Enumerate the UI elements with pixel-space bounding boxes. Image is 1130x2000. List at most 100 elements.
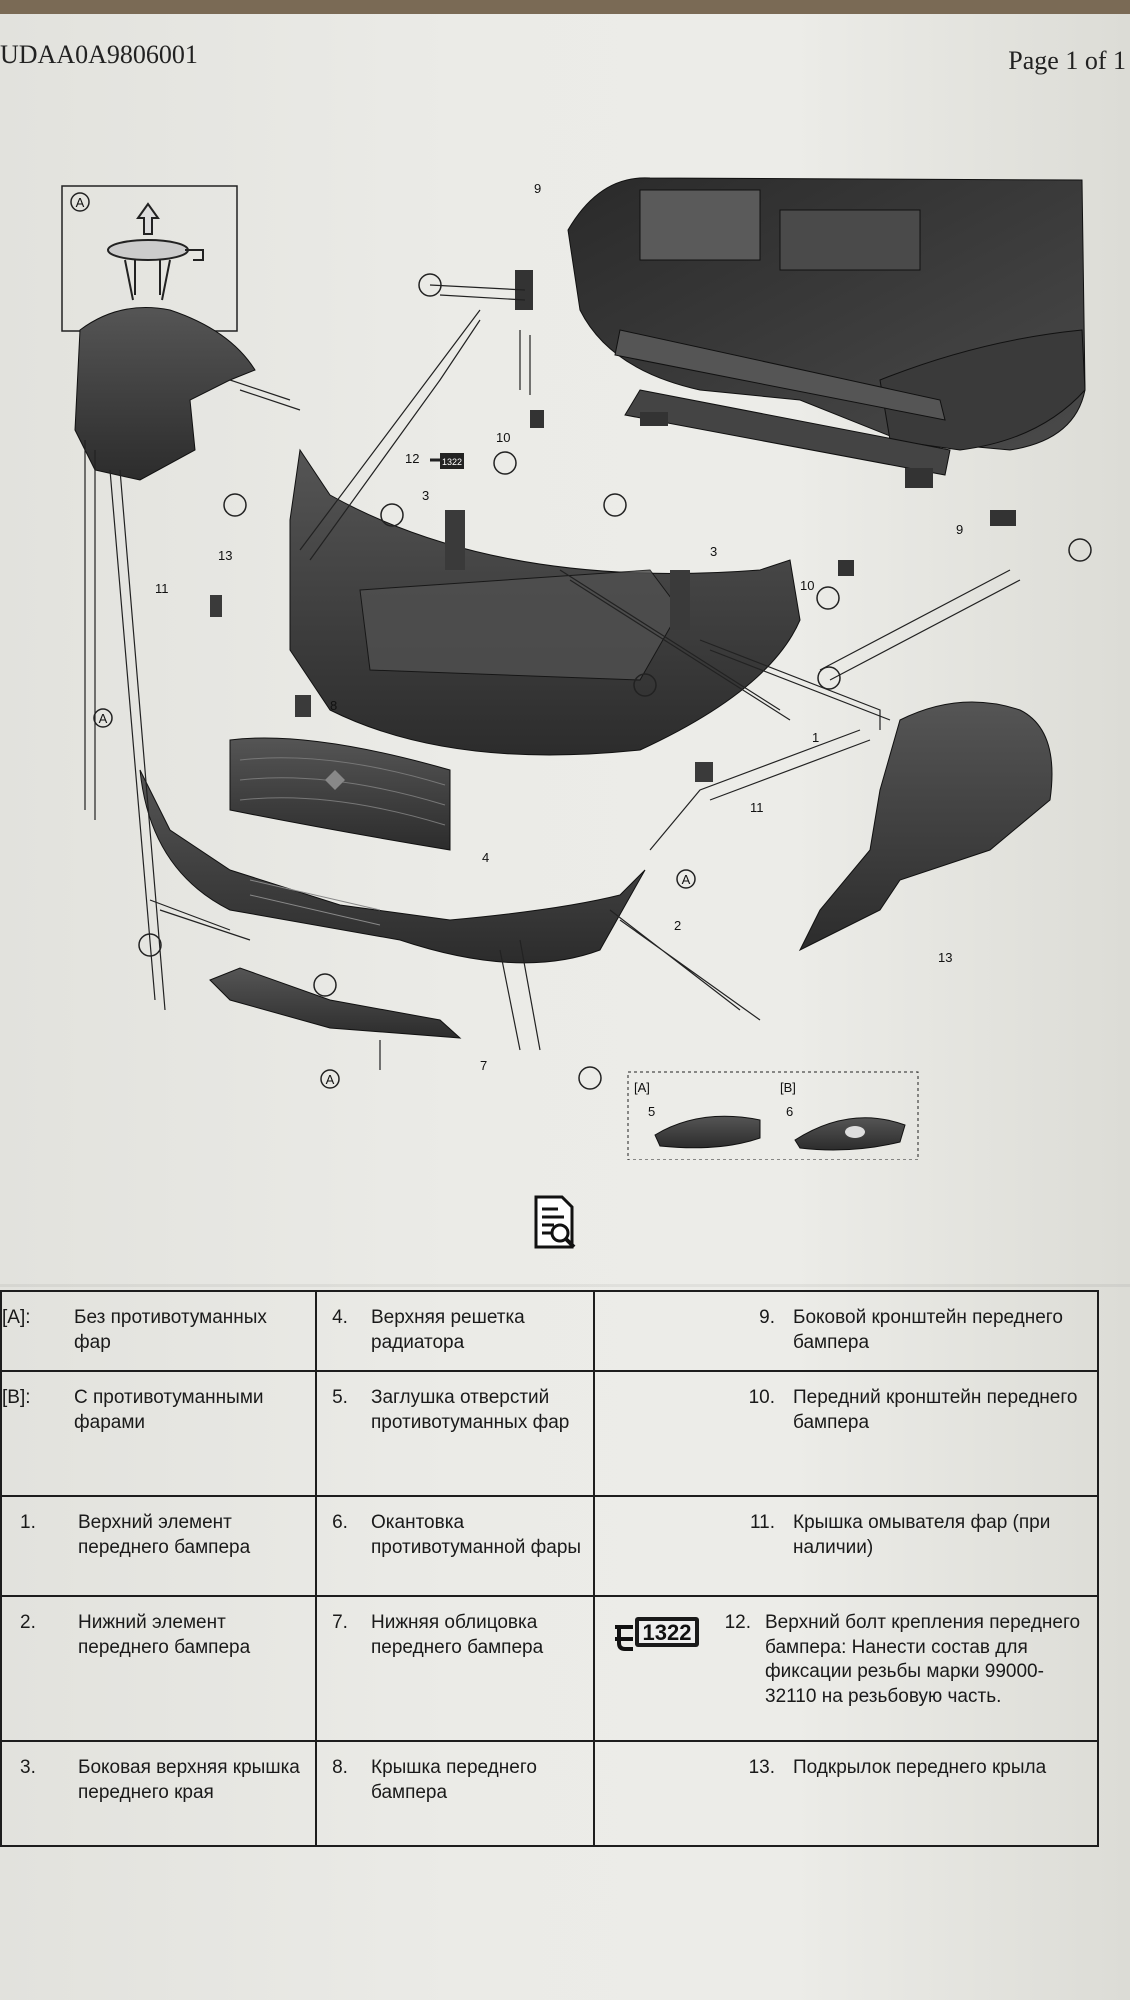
upper-grille (229, 737, 451, 851)
legend-cell: 13.Подкрылок переднего крыла (595, 1742, 1097, 1791)
legend-cell: 3. Боковая верхняя крышка переднего края (2, 1742, 315, 1815)
legend-number: 8. (332, 1757, 348, 1778)
legend-number: 10. (748, 1387, 775, 1408)
callout-13-left: 13 (218, 548, 232, 563)
lower-bumper (139, 769, 646, 964)
callout-10-right: 10 (800, 578, 814, 593)
clip-icon (107, 202, 204, 301)
callout-2: 2 (674, 918, 681, 933)
callout-12: 12 (405, 451, 419, 466)
legend-cell: 10. Передний кронштейн переднего бампера (595, 1372, 1097, 1445)
svg-text:1322: 1322 (442, 457, 462, 467)
legend-cell: 5. Заглушка отверстий противотуманных фар (317, 1372, 593, 1445)
paper-fold (0, 1284, 1130, 1287)
legend-cell: [A]: Без противотуманных фар (2, 1292, 315, 1365)
legend-cell: 7. Нижняя облицовка переднего бампера (317, 1597, 593, 1670)
legend-row: 3.Боковая верхняя крышка переднего края … (0, 1740, 1099, 1847)
document-search-icon (534, 1195, 576, 1249)
legend-text: Нижний элемент переднего бампера (78, 1612, 251, 1658)
legend-row: [A]: Без противотуманных фар 4. Верхняя ре… (0, 1290, 1099, 1372)
fog-lamp-inset (627, 1071, 919, 1160)
page-number: Page 1 of 1 (1008, 46, 1126, 75)
legend-number: 6. (332, 1512, 348, 1533)
legend-number: [A]: (2, 1307, 31, 1328)
svg-text:A: A (682, 872, 691, 887)
legend-text: С противотуманными фарами (74, 1387, 264, 1433)
inner-fender-left (74, 307, 256, 481)
callout-3-right: 3 (710, 544, 717, 559)
legend-row: [B]: С противотуманными фарами 5. Заглушка… (0, 1370, 1099, 1497)
marker-a-group: A A A (93, 708, 696, 1089)
fog-hole-cover (654, 1115, 761, 1149)
bumper-reinforcement (359, 569, 681, 681)
front-bracket-left (530, 410, 544, 428)
callout-3-left: 3 (422, 488, 429, 503)
legend-cell: 2.Нижний элемент переднего бампера (2, 1597, 315, 1670)
callout-7: 7 (480, 1058, 487, 1073)
legend-row: 1. Верхний элемент переднего бампера 6. Ок… (0, 1495, 1099, 1597)
washer-cover-left (210, 595, 222, 617)
inset-b-label: [B] (780, 1080, 796, 1095)
side-cover-left (445, 510, 465, 570)
legend-number: 1. (20, 1512, 36, 1533)
callout-1: 1 (812, 730, 819, 745)
legend-text: Боковая верхняя крышка переднего края (78, 1757, 300, 1803)
legend-number: 3. (20, 1757, 36, 1778)
front-bracket-right (838, 560, 854, 576)
callout-9-top: 9 (534, 181, 541, 196)
legend-cell: 8. Крышка переднего бампера (317, 1742, 593, 1815)
legend-text: Верхний болт крепления переднего бампера… (765, 1612, 1081, 1708)
callout-13-right: 13 (938, 950, 952, 965)
legend-text: Без противотуманных фар (74, 1307, 267, 1353)
legend-number: 11. (749, 1512, 775, 1533)
legend-text: Нижняя облицовка переднего бампера (371, 1612, 544, 1658)
bumper-cap (295, 695, 311, 717)
legend-cell: 4. Верхняя решетка радиатора (317, 1292, 593, 1365)
parts-legend-table: [A]: Без противотуманных фар 4. Верхняя ре… (0, 1290, 1099, 1847)
legend-number: 13. (748, 1757, 775, 1778)
legend-number: [B]: (2, 1387, 31, 1408)
engine-bay-illustration (567, 177, 1086, 488)
exploded-parts-diagram: A (61, 177, 1092, 1160)
legend-number: 4. (332, 1307, 348, 1328)
callout-10-left: 10 (496, 430, 510, 445)
legend-text: Верхняя решетка радиатора (371, 1307, 525, 1353)
clip-markers (138, 273, 1092, 1090)
callout-9-right: 9 (956, 522, 963, 537)
leader-lines (84, 284, 1021, 1070)
legend-number: 5. (332, 1387, 348, 1408)
callout-4: 4 (482, 850, 489, 865)
legend-text: Верхний элемент переднего бампера (78, 1512, 251, 1558)
lower-trim (209, 967, 462, 1039)
side-bracket-left (990, 510, 1016, 526)
thread-lock-tag: 1322 (430, 453, 464, 469)
marker-a-label: A (76, 195, 85, 210)
side-cover-right (670, 570, 690, 630)
inner-fender-right (798, 701, 1053, 952)
legend-cell: 1322 12. Верхний болт крепления переднего… (595, 1597, 1097, 1720)
legend-text: Передний кронштейн переднего бампера (793, 1387, 1078, 1433)
legend-text: Окантовка противотуманной фары (371, 1512, 582, 1558)
legend-number: 9. (759, 1307, 775, 1328)
inset-a-label: [A] (634, 1080, 650, 1095)
svg-text:A: A (99, 711, 108, 726)
legend-number: 7. (332, 1612, 348, 1633)
legend-text: Крышка переднего бампера (371, 1757, 537, 1803)
svg-text:1322: 1322 (643, 1620, 692, 1645)
callout-11-left: 11 (155, 581, 169, 596)
svg-text:A: A (326, 1072, 335, 1087)
legend-cell: 1. Верхний элемент переднего бампера (2, 1497, 315, 1570)
legend-cell: [B]: С противотуманными фарами (2, 1372, 315, 1445)
washer-cover-right (695, 762, 713, 782)
callout-5: 5 (648, 1104, 655, 1119)
legend-text: Заглушка отверстий противотуманных фар (371, 1387, 570, 1433)
thread-lock-1322-icon: 1322 (595, 1611, 711, 1710)
document-id: UDAA0A9806001 (0, 40, 198, 69)
legend-cell: 6. Окантовка противотуманной фары (317, 1497, 593, 1570)
legend-text: Боковой кронштейн переднего бампера (793, 1307, 1063, 1353)
callout-6: 6 (786, 1104, 793, 1119)
legend-text: Крышка омывателя фар (при наличии) (793, 1512, 1051, 1558)
legend-number: 12. (724, 1612, 751, 1633)
legend-cell: 9. Боковой кронштейн переднего бампера (595, 1292, 1097, 1365)
legend-cell: 11. Крышка омывателя фар (при наличии) (595, 1497, 1097, 1570)
